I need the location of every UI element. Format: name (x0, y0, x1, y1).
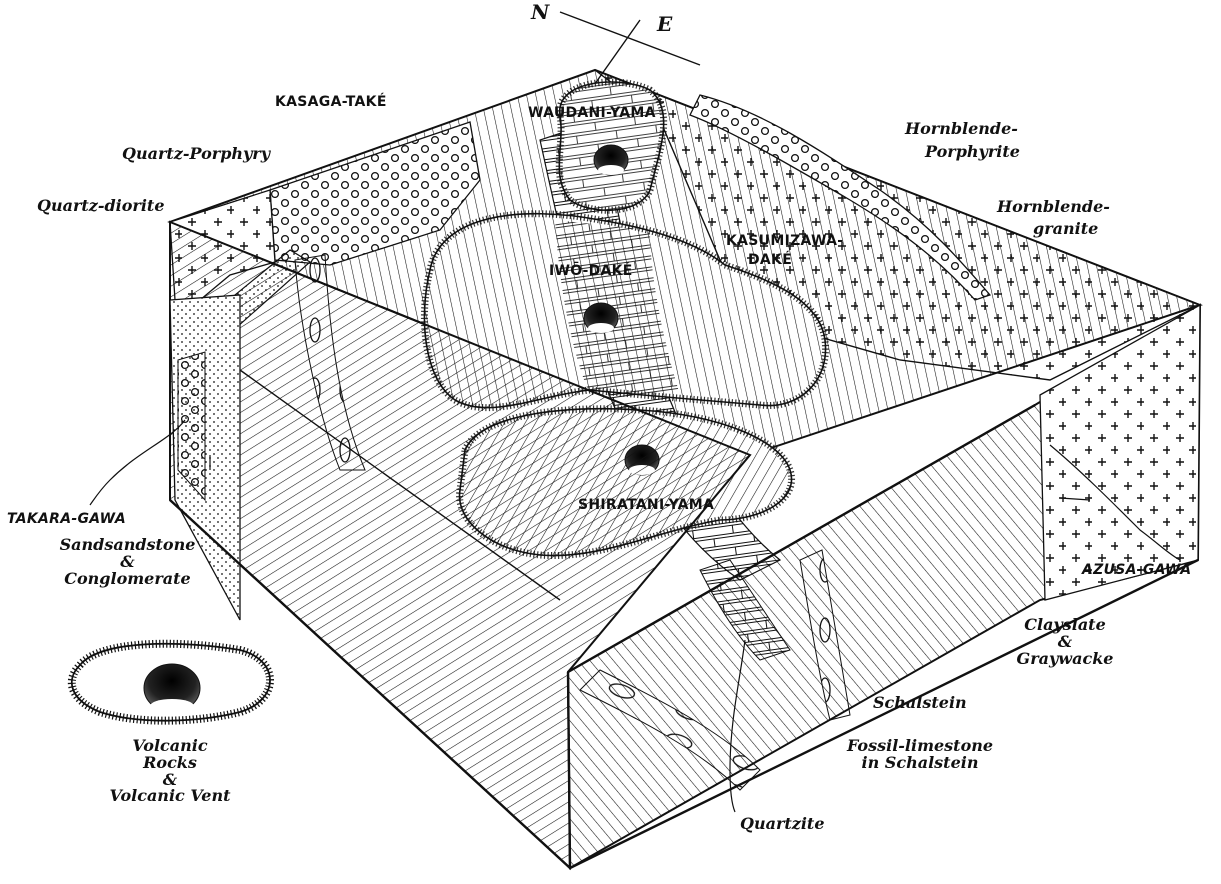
label-iwo-dake: IWŌ-DAKÉ (549, 264, 633, 278)
compass-north-label: N (531, 2, 549, 22)
label-quartz-porphyry: Quartz-Porphyry (122, 146, 270, 162)
label-hornblende-porphyrite-2: Porphyrite (925, 144, 1020, 160)
sandstone-line-3: Conglomerate (40, 571, 215, 588)
legend-volcanic-label: Volcanic Rocks & Volcanic Vent (70, 738, 270, 805)
label-kasaga-take: KASAGA-TAKÉ (275, 95, 387, 109)
label-waudani-yama: WAUDANI-YAMA (528, 106, 656, 120)
label-kasumizawa-1: KASUMIZAWA- (726, 234, 843, 248)
label-azusa-gawa: AZUSA-GAWA (1082, 563, 1191, 577)
compass-east-label: E (657, 14, 672, 34)
label-clayslate-graywacke: Clayslate & Graywacke (1005, 617, 1125, 667)
label-fossil-limestone: Fossil-limestone in Schalstein (820, 738, 1020, 772)
label-hornblende-granite-1: Hornblende- (997, 199, 1110, 215)
label-kasumizawa-2: DAKÉ (748, 253, 792, 267)
label-hornblende-granite-2: granite (1033, 221, 1098, 237)
label-shiratani-yama: SHIRATANI-YAMA (578, 498, 714, 512)
label-sandstone-conglomerate: Sandsandstone & Conglomerate (40, 537, 215, 587)
clayslate-line-3: Graywacke (1005, 651, 1125, 668)
label-quartz-diorite: Quartz-diorite (37, 198, 165, 214)
fossil-line-2: in Schalstein (820, 755, 1020, 772)
legend-line-4: Volcanic Vent (70, 788, 270, 805)
label-schalstein: Schalstein (873, 695, 967, 711)
legend-symbol (72, 644, 270, 721)
label-hornblende-porphyrite-1: Hornblende- (905, 121, 1018, 137)
label-quartzite: Quartzite (740, 816, 825, 832)
label-takara-gawa: TAKARA-GAWA (7, 512, 126, 526)
